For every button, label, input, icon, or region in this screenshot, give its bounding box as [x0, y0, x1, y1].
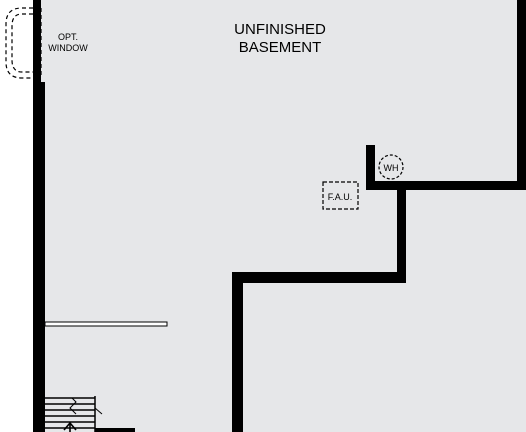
room-label-line1: UNFINISHED [234, 21, 326, 38]
interior-wall-vertical-left [232, 272, 243, 432]
walls [33, 0, 526, 432]
wh-closet-wall-horizontal [366, 181, 526, 190]
left-wall [33, 82, 45, 432]
window-label-line2: WINDOW [48, 43, 88, 53]
interior-wall-horizontal [232, 272, 406, 283]
water-heater-symbol [378, 154, 404, 180]
interior-wall-vertical-right [397, 181, 406, 283]
left-wall-upper [33, 0, 41, 82]
stair-landing-wall [95, 428, 135, 432]
optional-window [5, 7, 42, 79]
stairs-up-arrow-icon [63, 421, 77, 432]
window-label-line1: OPT. [58, 32, 78, 42]
furnace-symbol [322, 181, 359, 210]
right-wall [517, 0, 526, 190]
room-label-line2: BASEMENT [239, 39, 322, 56]
furnace-label: F.A.U. [328, 192, 353, 202]
lower-right-floor [242, 190, 526, 432]
wh-closet-wall-vertical [366, 145, 375, 190]
shelf [44, 321, 168, 327]
water-heater-label: WH [384, 163, 399, 173]
